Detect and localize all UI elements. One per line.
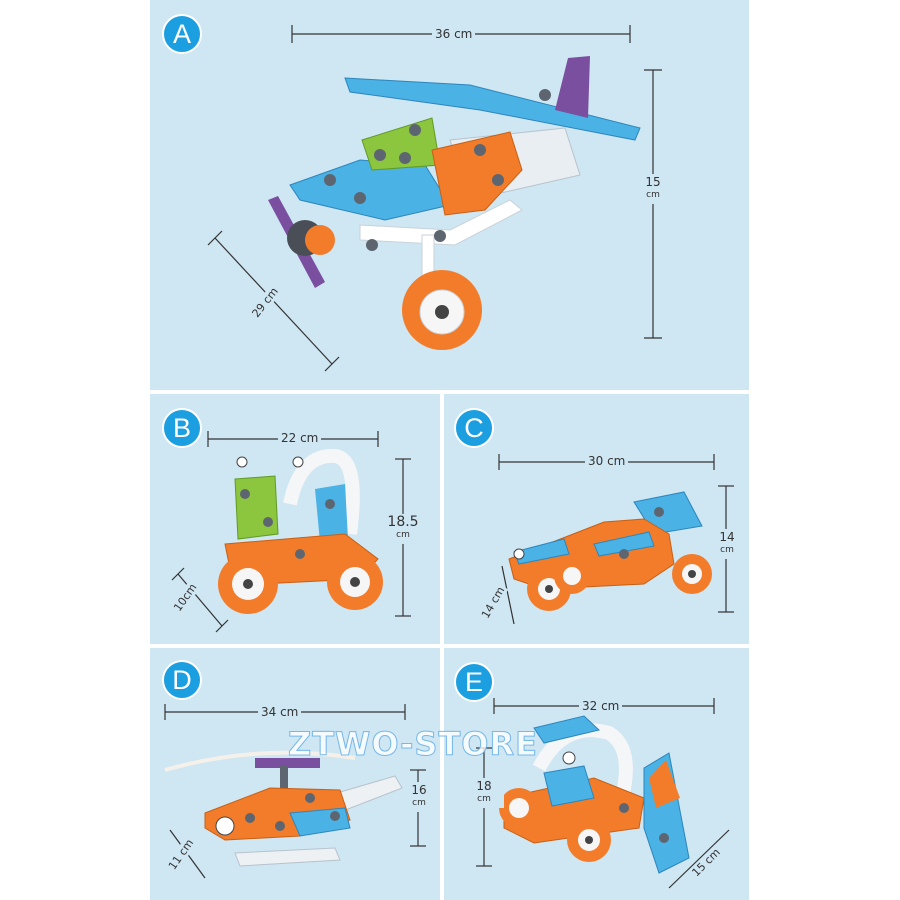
width-dimension-label: 32 cm	[579, 699, 623, 713]
height-value: 16	[411, 783, 427, 797]
height-value: 14	[719, 530, 735, 544]
panel-letter-badge: C	[454, 408, 494, 448]
height-unit: cm	[412, 798, 426, 808]
height-unit: cm	[477, 794, 491, 804]
height-dimension-label: 18 cm	[464, 778, 504, 808]
height-dimension-label: 16 cm	[406, 782, 432, 812]
width-dimension-label: 34 cm	[258, 705, 302, 719]
panel-letter-badge: D	[162, 660, 202, 700]
panel-e: E 32 cm 18 cm 15 cm	[444, 648, 749, 900]
panel-a: A 36 cm 15 cm 29 cm	[150, 0, 749, 390]
height-value: 18	[476, 779, 492, 793]
height-dimension-label: 18.5 cm	[382, 514, 424, 544]
panel-letter-badge: B	[162, 408, 202, 448]
height-unit: cm	[646, 190, 660, 200]
width-dimension-label: 22 cm	[278, 431, 322, 445]
height-value: 15	[645, 175, 661, 189]
airplane-illustration	[207, 25, 662, 372]
bulldozer-illustration	[476, 698, 730, 889]
height-value: 18.5	[387, 514, 419, 530]
panel-letter-badge: E	[454, 662, 494, 702]
race-car-illustration	[498, 454, 734, 625]
panel-letter-badge: A	[162, 14, 202, 54]
tricycle-illustration	[171, 431, 411, 633]
height-dimension-label: 15 cm	[640, 174, 666, 204]
helicopter-illustration	[164, 704, 426, 879]
store-watermark: ZTWO-STORE	[288, 725, 538, 764]
panel-c: C 30 cm 14 cm 14 cm	[444, 394, 749, 644]
panel-d: D 34 cm 16 cm 11 cm	[150, 648, 440, 900]
panel-b: B 22 cm 18.5 cm 10cm	[150, 394, 440, 644]
height-unit: cm	[720, 545, 734, 555]
width-dimension-label: 36 cm	[432, 27, 476, 41]
height-unit: cm	[396, 530, 410, 540]
height-dimension-label: 14 cm	[714, 529, 740, 559]
width-dimension-label: 30 cm	[585, 454, 629, 468]
